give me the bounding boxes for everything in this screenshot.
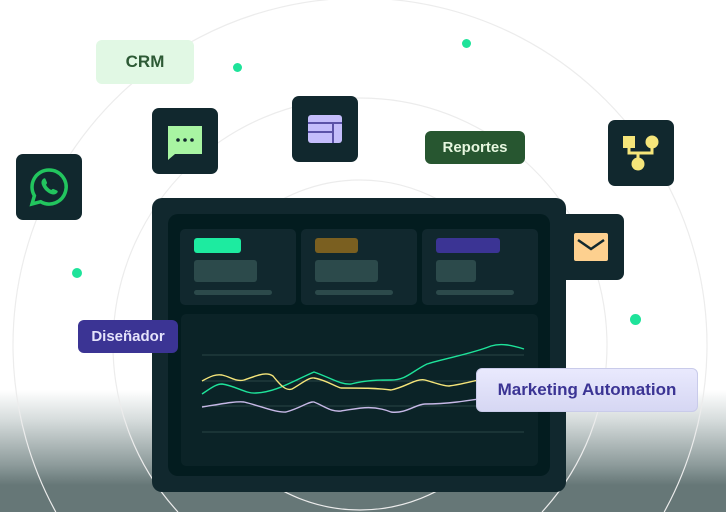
orbit-ring — [12, 0, 708, 512]
card-bar — [194, 290, 272, 295]
card-value — [436, 260, 476, 282]
chat-tile — [152, 108, 218, 174]
decor-dot — [233, 63, 242, 72]
workflow-tile — [608, 120, 674, 186]
card-tag — [315, 238, 358, 253]
reportes-label: Reportes — [425, 131, 525, 164]
card-value — [194, 260, 257, 282]
mail-tile — [558, 214, 624, 280]
chat-bubble-icon — [168, 126, 202, 160]
series-yellow — [201, 373, 512, 391]
card-value — [315, 260, 378, 282]
card-bar — [315, 290, 393, 295]
layout-icon — [308, 115, 342, 143]
card-tag — [436, 238, 500, 253]
whatsapp-icon — [29, 168, 68, 207]
layout-tile — [292, 96, 358, 162]
dashboard-screen — [168, 214, 550, 476]
card-tag — [194, 238, 241, 253]
series-lavender — [201, 393, 512, 413]
decor-dot — [72, 268, 82, 278]
marketing-automation-label: Marketing Automation — [476, 368, 698, 412]
decor-dot — [630, 314, 641, 325]
chart-svg — [201, 343, 525, 433]
disenador-label: Diseñador — [78, 320, 178, 353]
stat-card — [422, 229, 538, 305]
decor-dot — [462, 39, 471, 48]
card-bar — [436, 290, 514, 295]
series-green — [201, 343, 525, 395]
mail-icon — [574, 233, 608, 261]
whatsapp-tile — [16, 154, 82, 220]
workflow-icon — [623, 135, 659, 171]
stat-card — [180, 229, 296, 305]
crm-label: CRM — [96, 40, 194, 84]
dashboard-device — [152, 198, 566, 492]
stat-card — [301, 229, 417, 305]
